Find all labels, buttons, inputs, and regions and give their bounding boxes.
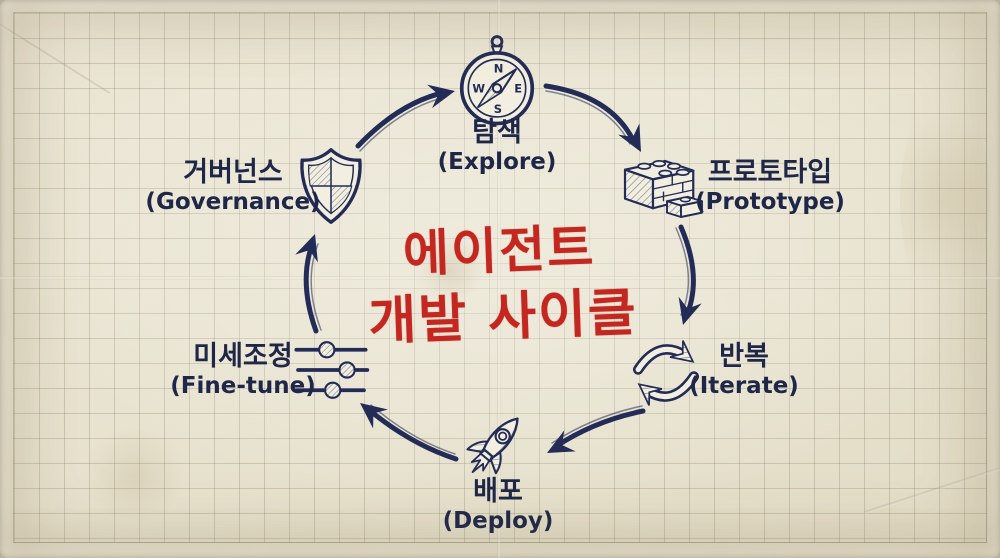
prototype-label-en: (Prototype) bbox=[695, 189, 845, 215]
arrow-explore-to-prototype bbox=[543, 83, 641, 152]
prototype-label-ko: 프로토타입 bbox=[707, 157, 833, 188]
explore-label-en: (Explore) bbox=[437, 149, 557, 175]
governance-label-ko: 거버넌스 bbox=[183, 157, 283, 188]
horizontal-fold-crease bbox=[0, 276, 1000, 280]
cycle-arrows-icon bbox=[626, 333, 706, 413]
paper-stain bbox=[80, 430, 190, 520]
compass-letter-w: W bbox=[472, 81, 485, 95]
paper-stain bbox=[900, 90, 990, 310]
deploy-label-en: (Deploy) bbox=[442, 508, 554, 534]
explore-label-ko: 탐색 bbox=[472, 117, 522, 148]
compass-letter-s: S bbox=[494, 102, 502, 116]
compass-letter-n: N bbox=[494, 62, 504, 76]
paper-stain bbox=[415, 235, 485, 305]
compass-icon: N E S W bbox=[456, 34, 538, 126]
arrow-governance-to-explore bbox=[355, 84, 455, 152]
arrow-deploy-to-finetune bbox=[360, 403, 459, 462]
sliders-icon bbox=[293, 339, 370, 401]
iterate-label-ko: 반복 bbox=[719, 341, 769, 372]
rocket-icon bbox=[451, 397, 543, 489]
governance-label-en: (Governance) bbox=[145, 189, 321, 215]
fine-tune-label-ko: 미세조정 bbox=[193, 341, 293, 372]
lego-bricks-icon bbox=[611, 152, 709, 226]
arrow-finetune-to-governance bbox=[295, 234, 322, 334]
arrow-prototype-to-iterate bbox=[675, 224, 702, 325]
iterate-label-en: (Iterate) bbox=[689, 373, 799, 399]
deploy-label-ko: 배포 bbox=[473, 476, 523, 507]
vertical-fold-crease bbox=[497, 0, 501, 558]
diagram-title-line2: 개발 사이클 bbox=[367, 282, 639, 353]
arrow-iterate-to-deploy bbox=[547, 405, 646, 453]
shield-icon bbox=[294, 146, 368, 226]
fine-tune-label-en: (Fine-tune) bbox=[170, 373, 316, 399]
compass-letter-e: E bbox=[514, 81, 522, 95]
